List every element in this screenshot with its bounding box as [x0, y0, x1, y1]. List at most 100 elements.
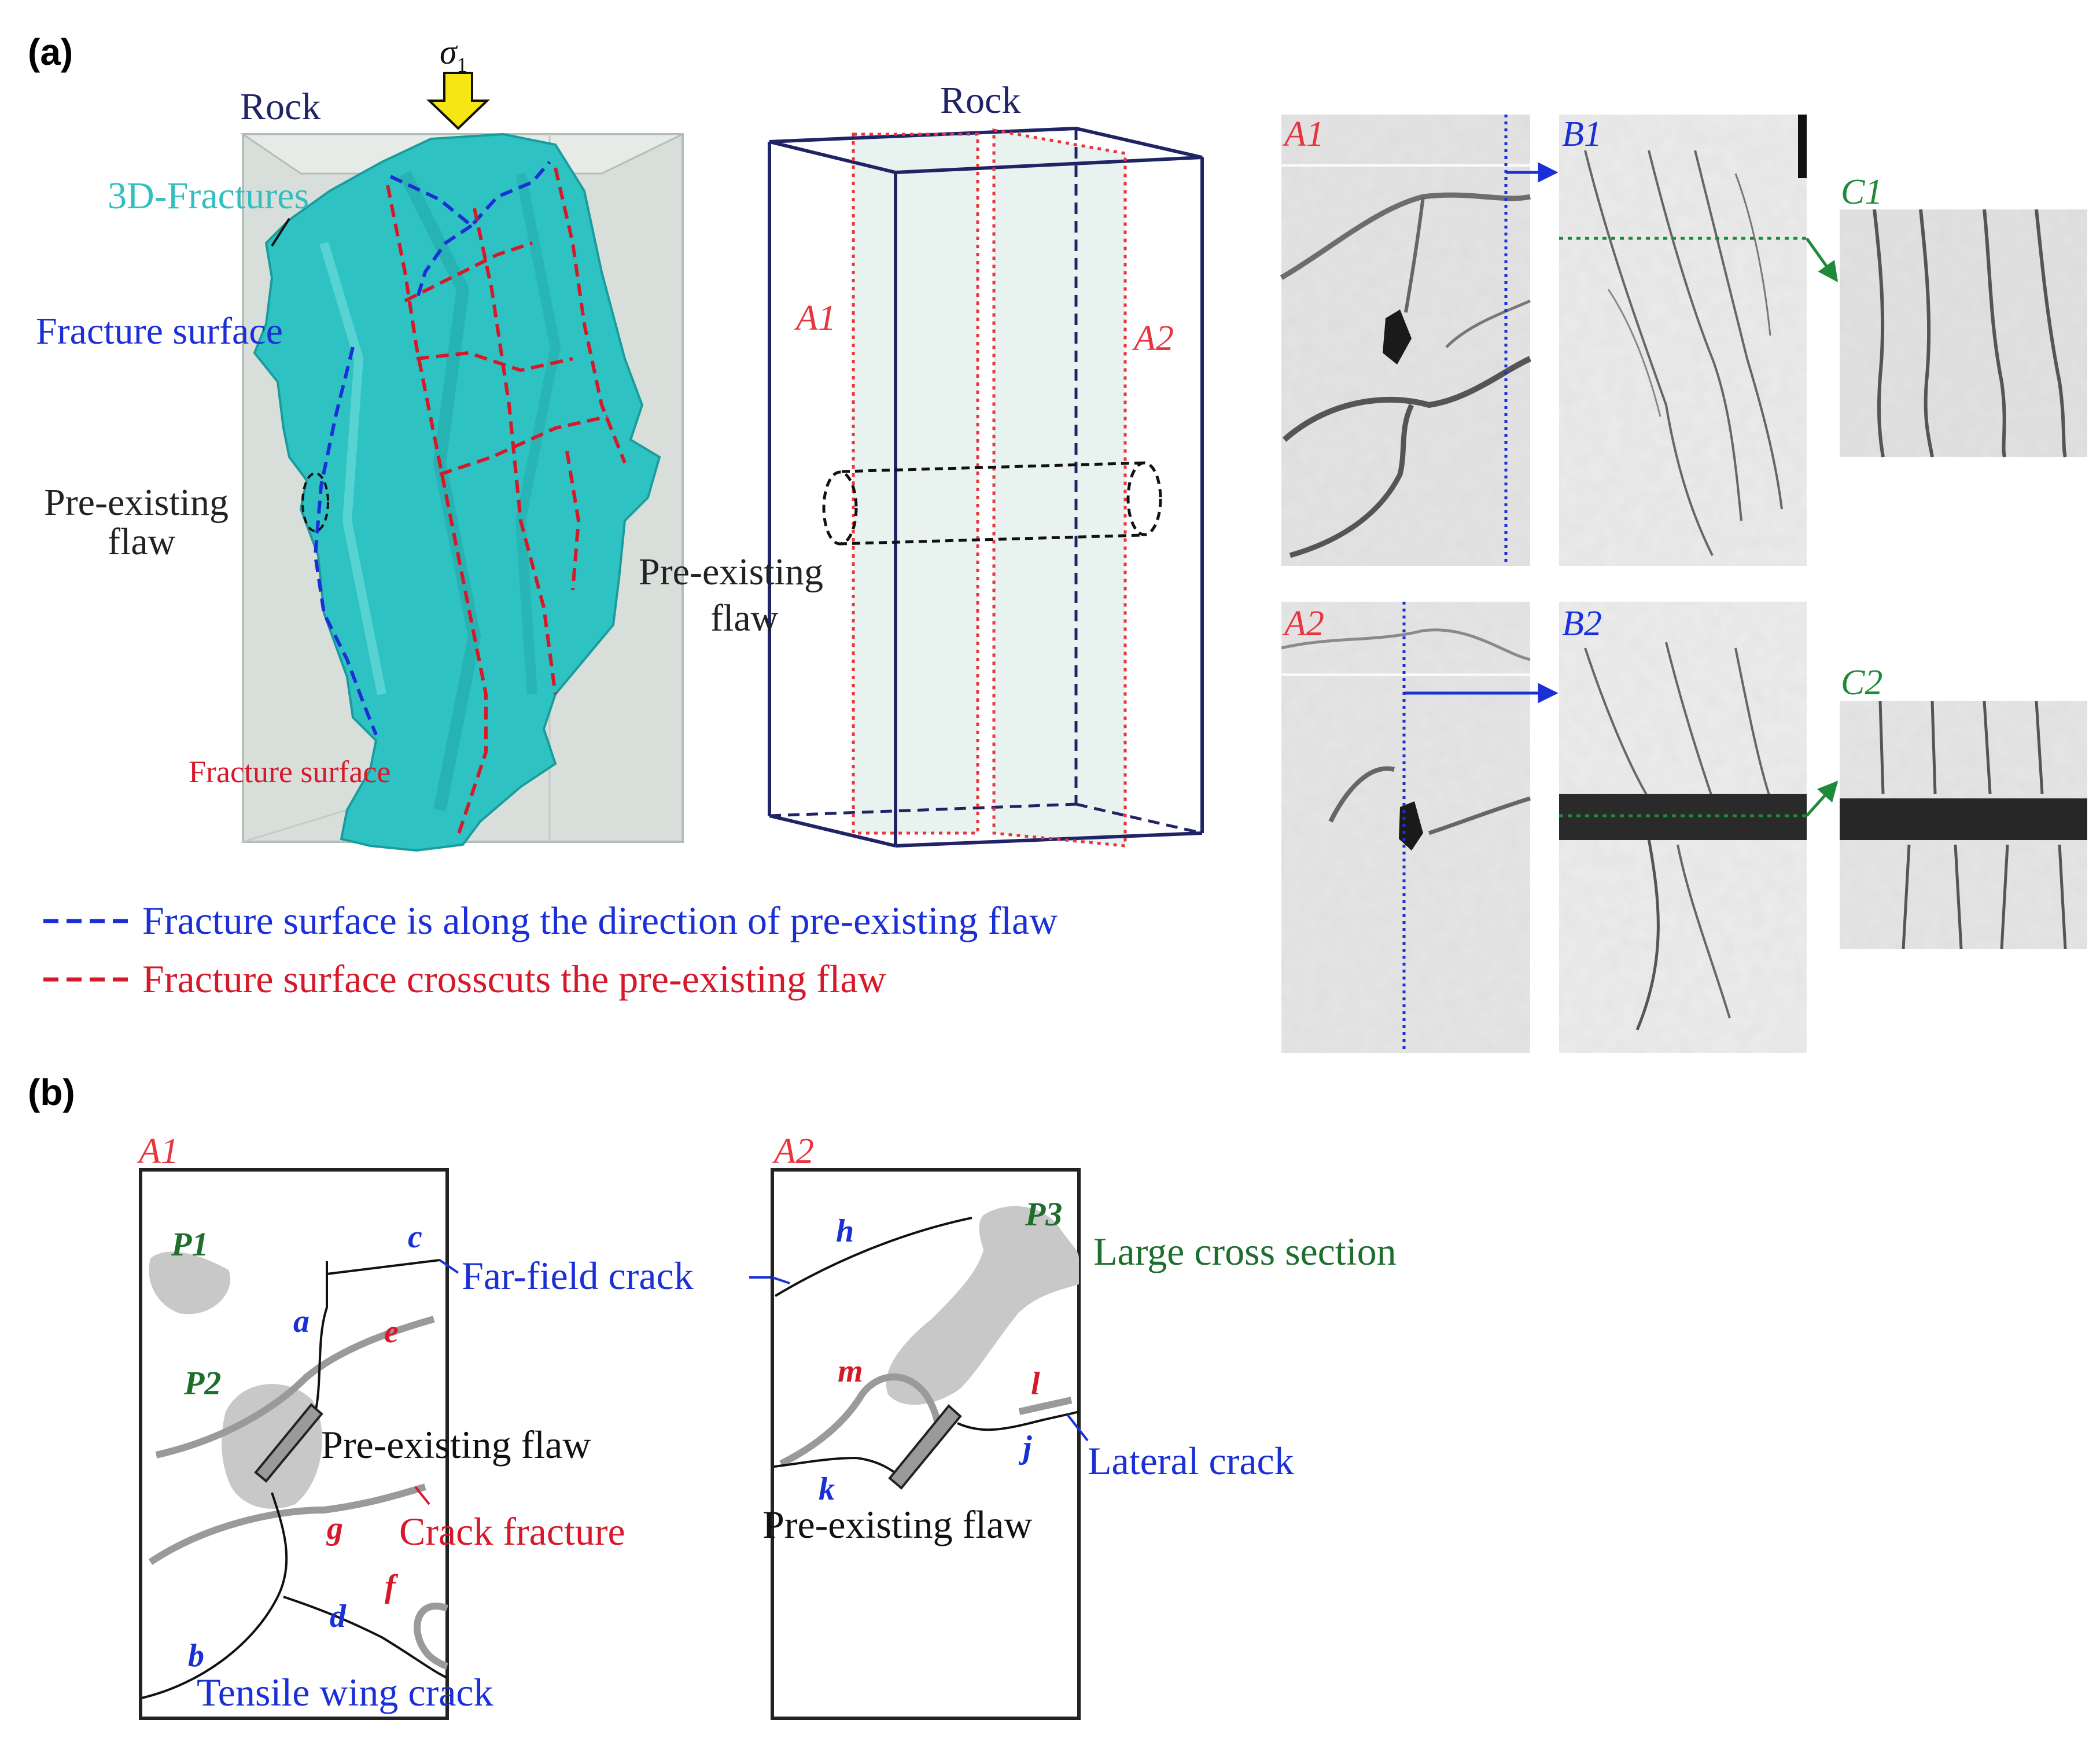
- plane-a2-outline: [992, 128, 1127, 848]
- rock-3d-model: σ1 Rock 3D-Fractures Fracture surface Pr…: [36, 33, 684, 852]
- crack-fracture-leader: [414, 1486, 430, 1505]
- label-h: h: [836, 1213, 854, 1249]
- flaw-cylinder-end: [1126, 461, 1162, 536]
- a2-flaw: [888, 1404, 962, 1490]
- label-p1: P1: [171, 1225, 208, 1263]
- ct-slices: A1 B1 C1 A2 B2 C2: [1280, 115, 2087, 1053]
- connector-arrow-b1-c1: [1805, 237, 1839, 282]
- ct-crack: [1584, 150, 1714, 556]
- ct-label-a2: A2: [1282, 604, 1324, 643]
- fractures-leader-line: [271, 218, 290, 247]
- ct-crack: [1734, 647, 1771, 799]
- fracture-surface-blue-label: Fracture surface: [36, 310, 283, 352]
- ct-crack: [1878, 701, 2044, 794]
- tensile-crack-b: [141, 1492, 288, 1699]
- stress-label: σ1: [440, 33, 467, 76]
- far-field-crack-h: [774, 1217, 972, 1297]
- plane-a1: [853, 134, 978, 833]
- fracture-body: [253, 132, 661, 852]
- ct-crack: [1694, 150, 1783, 510]
- a1-box-title: A1: [137, 1132, 179, 1171]
- ct-crack: [1607, 289, 1661, 417]
- label-d: d: [330, 1599, 347, 1634]
- panel-b-label: (b): [28, 1071, 75, 1113]
- ct-crack: [1677, 844, 1731, 1019]
- ct-label-b2: B2: [1562, 604, 1602, 643]
- a2-sketch: A2 P3 h m l j k Pre-existing flaw: [762, 1132, 1089, 1720]
- box-top: [769, 126, 1203, 175]
- red-fracture-line: [565, 451, 581, 591]
- red-fracture-line: [404, 241, 533, 303]
- connector-arrow-b2-c2: [1806, 780, 1839, 817]
- ct-crack: [1902, 844, 2067, 949]
- ct-crack: [1873, 209, 1885, 458]
- plane-a2-label: A2: [1132, 319, 1174, 358]
- fracture-surface-red-label: Fracture surface: [189, 754, 390, 789]
- ct-crack: [1404, 196, 1425, 313]
- blue-fracture-line: [415, 224, 473, 301]
- tensile-crack-d: [283, 1596, 448, 1679]
- ct-label-b1: B1: [1562, 115, 1602, 154]
- crack-fracture-e: [155, 1316, 435, 1459]
- ct-crack: [2035, 209, 2067, 458]
- ct-crack: [1734, 173, 1771, 336]
- ct-crack: [1665, 642, 1714, 799]
- label-a: a: [293, 1303, 310, 1339]
- label-k: k: [819, 1471, 835, 1507]
- ct-label-c2: C2: [1841, 663, 1882, 702]
- flaw-outline: [301, 472, 329, 532]
- schematic-flaw-label-line2: flaw: [710, 597, 779, 639]
- pore-p1: [149, 1251, 231, 1314]
- tensile-crack-k: [773, 1456, 904, 1479]
- red-fracture-line: [473, 208, 557, 695]
- red-fracture-line: [416, 351, 573, 373]
- fracture-highlight: [319, 241, 386, 695]
- plane-a1-outline: [852, 132, 979, 835]
- fractures-3d-label: 3D-Fractures: [108, 175, 309, 217]
- ct-flaw-band: [1840, 798, 2087, 840]
- large-cross-section-label: Large cross section: [1093, 1229, 1397, 1273]
- legend: Fracture surface is along the direction …: [43, 898, 1058, 1001]
- blue-fracture-line: [389, 161, 551, 229]
- plane-a1-label: A1: [794, 299, 836, 338]
- ct-label-c1: C1: [1841, 172, 1882, 212]
- ct-crack: [1281, 628, 1531, 661]
- flaw-cylinder: [838, 461, 1146, 546]
- flaw-label-line1: Pre-existing: [44, 481, 229, 524]
- label-g: g: [326, 1511, 343, 1546]
- legend-blue-text: Fracture surface is along the direction …: [142, 898, 1058, 942]
- red-fracture-line: [439, 415, 608, 476]
- label-m: m: [838, 1353, 863, 1389]
- legend-red-text: Fracture surface crosscuts the pre-exist…: [142, 957, 886, 1001]
- label-p2: P2: [183, 1364, 221, 1402]
- flaw-label-line2: flaw: [108, 521, 176, 563]
- ct-crack: [1635, 838, 1660, 1030]
- label-b: b: [188, 1638, 204, 1674]
- a1-flaw: [254, 1403, 323, 1483]
- pore-p2: [222, 1384, 322, 1509]
- box-hidden-edge: [769, 802, 1077, 817]
- rock-prism-edge: [242, 809, 348, 843]
- far-field-leader: [439, 1259, 459, 1274]
- ct-crack: [1289, 403, 1414, 558]
- blue-fracture-line: [313, 347, 378, 736]
- schematic-rock-label: Rock: [940, 79, 1020, 121]
- schematic-flaw-label-line1: Pre-existing: [639, 551, 823, 593]
- rock-label: Rock: [240, 86, 320, 128]
- ct-crack: [1428, 796, 1531, 835]
- ct-crack: [1584, 647, 1650, 800]
- box-edge: [769, 814, 896, 848]
- ct-crack: [1280, 192, 1531, 280]
- panel-a-label: (a): [28, 31, 73, 73]
- ct-label-a1: A1: [1282, 115, 1324, 154]
- tensile-wing-crack-label: Tensile wing crack: [197, 1670, 493, 1714]
- crack-fracture-f: [414, 1603, 449, 1670]
- ct-crack: [1919, 209, 1934, 458]
- rock-schematic: Rock A1 A2 Pre-existing flaw: [639, 79, 1204, 848]
- far-field-crack-c: [326, 1259, 440, 1275]
- ct-flaw: [1383, 310, 1412, 364]
- crack-fracture-g: [148, 1483, 426, 1565]
- lateral-leader: [1066, 1413, 1089, 1442]
- ct-crack: [1445, 299, 1531, 348]
